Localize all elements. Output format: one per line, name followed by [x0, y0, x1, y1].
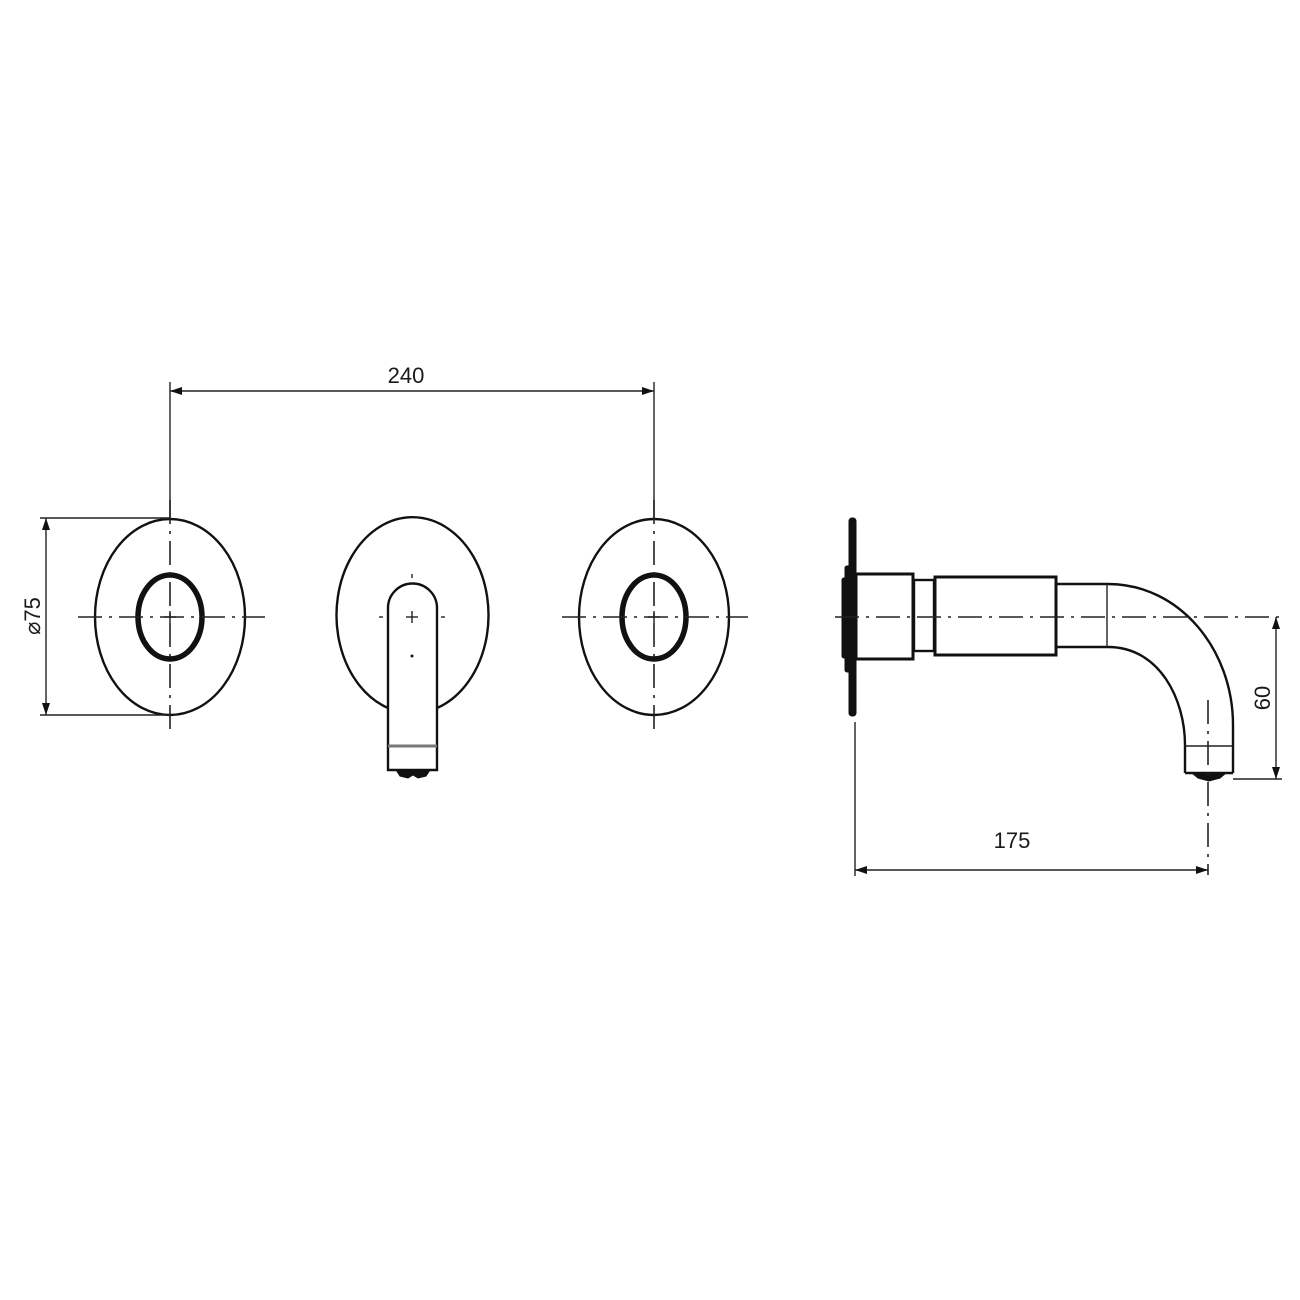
dimension-label-diameter-75: ⌀75 [20, 597, 45, 635]
dimension-spout-drop: 60 [1233, 617, 1282, 780]
dimension-center-distance: 240 [169, 363, 655, 520]
dimension-label-175: 175 [994, 828, 1031, 853]
wall-spout [835, 517, 1280, 875]
right-valve-flange [562, 500, 748, 735]
dimension-flange-diameter: ⌀75 [20, 517, 170, 716]
dimension-label-240: 240 [388, 363, 425, 388]
lever-mixer [335, 516, 490, 779]
left-valve-flange [78, 500, 265, 735]
dimension-spout-projection: 175 [854, 722, 1208, 876]
dimension-label-60: 60 [1250, 686, 1275, 710]
